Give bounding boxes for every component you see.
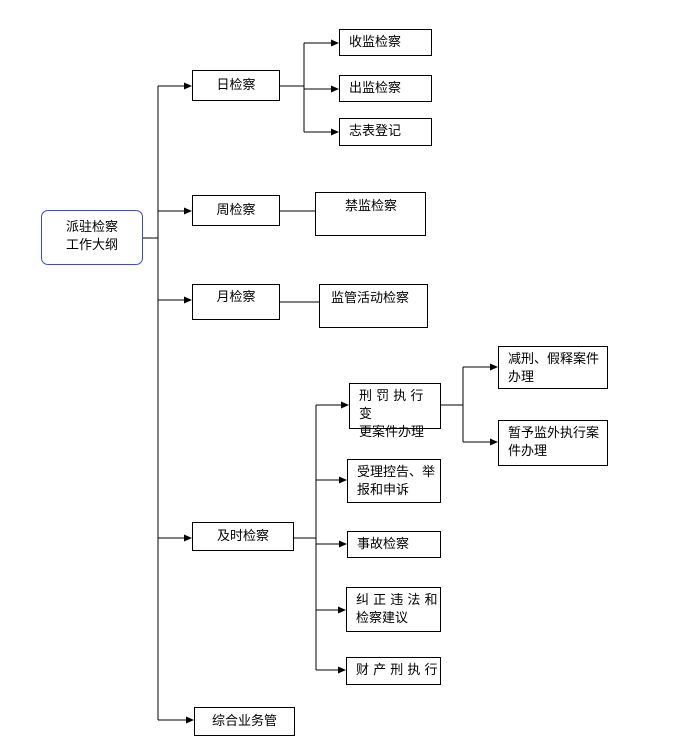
node-general-label: 综合业务管 [211,713,277,729]
root-node[interactable]: 派驻检察 工作大纲 [41,210,143,265]
node-weekly-label: 周检察 [216,202,256,218]
node-timely[interactable]: 及时检察 [192,522,294,551]
node-daily[interactable]: 日检察 [192,70,280,101]
node-complaint-line1: 受理控告、举 [357,465,436,480]
node-parole-reduction-line2: 办理 [508,370,535,385]
node-log-register[interactable]: 志表登记 [339,118,432,146]
node-property-penalty-label: 财 产 刑 执 行 [356,663,438,678]
node-log-register-label: 志表登记 [349,124,402,139]
node-penalty-change-line1: 刑 罚 执 行 变 [359,389,424,422]
node-supervision-check[interactable]: 监管活动检察 [319,284,428,328]
node-admission-check-label: 收监检察 [349,35,402,50]
node-complaint-line2: 报和申诉 [357,483,410,498]
node-weekly[interactable]: 周检察 [192,195,280,226]
node-supervision-check-label: 监管活动检察 [331,291,410,306]
node-property-penalty[interactable]: 财 产 刑 执 行 [346,657,441,685]
node-admission-check[interactable]: 收监检察 [339,29,432,56]
node-complaint[interactable]: 受理控告、举 报和申诉 [347,459,441,503]
node-accident-check[interactable]: 事故检察 [347,531,441,558]
node-general[interactable]: 综合业务管 [194,707,295,736]
node-daily-label: 日检察 [216,77,256,93]
root-label-line1: 派驻检察 [65,220,118,235]
node-monthly[interactable]: 月检察 [192,284,280,320]
node-confinement-check-label: 禁监检察 [345,199,398,214]
node-confinement-check[interactable]: 禁监检察 [315,192,426,236]
node-release-check[interactable]: 出监检察 [339,75,432,102]
node-parole-reduction-line1: 减刑、假释案件 [508,352,600,367]
node-penalty-change[interactable]: 刑 罚 执 行 变 更案件办理 [349,383,441,440]
node-timely-label: 及时检察 [216,528,269,544]
root-label-line2: 工作大纲 [65,238,118,253]
node-temporary-release-line2: 件办理 [508,444,548,459]
node-parole-reduction[interactable]: 减刑、假释案件 办理 [498,346,608,389]
node-temporary-release[interactable]: 暂予监外执行案 件办理 [498,420,608,466]
node-penalty-change-line2: 更案件办理 [359,425,425,440]
node-correction-advice[interactable]: 纠 正 违 法 和 检察建议 [346,587,441,632]
node-accident-check-label: 事故检察 [357,537,410,552]
node-release-check-label: 出监检察 [349,81,402,96]
node-monthly-label: 月检察 [216,290,256,305]
node-correction-advice-line2: 检察建议 [356,611,409,626]
node-temporary-release-line1: 暂予监外执行案 [508,426,600,441]
node-correction-advice-line1: 纠 正 违 法 和 [356,593,438,608]
